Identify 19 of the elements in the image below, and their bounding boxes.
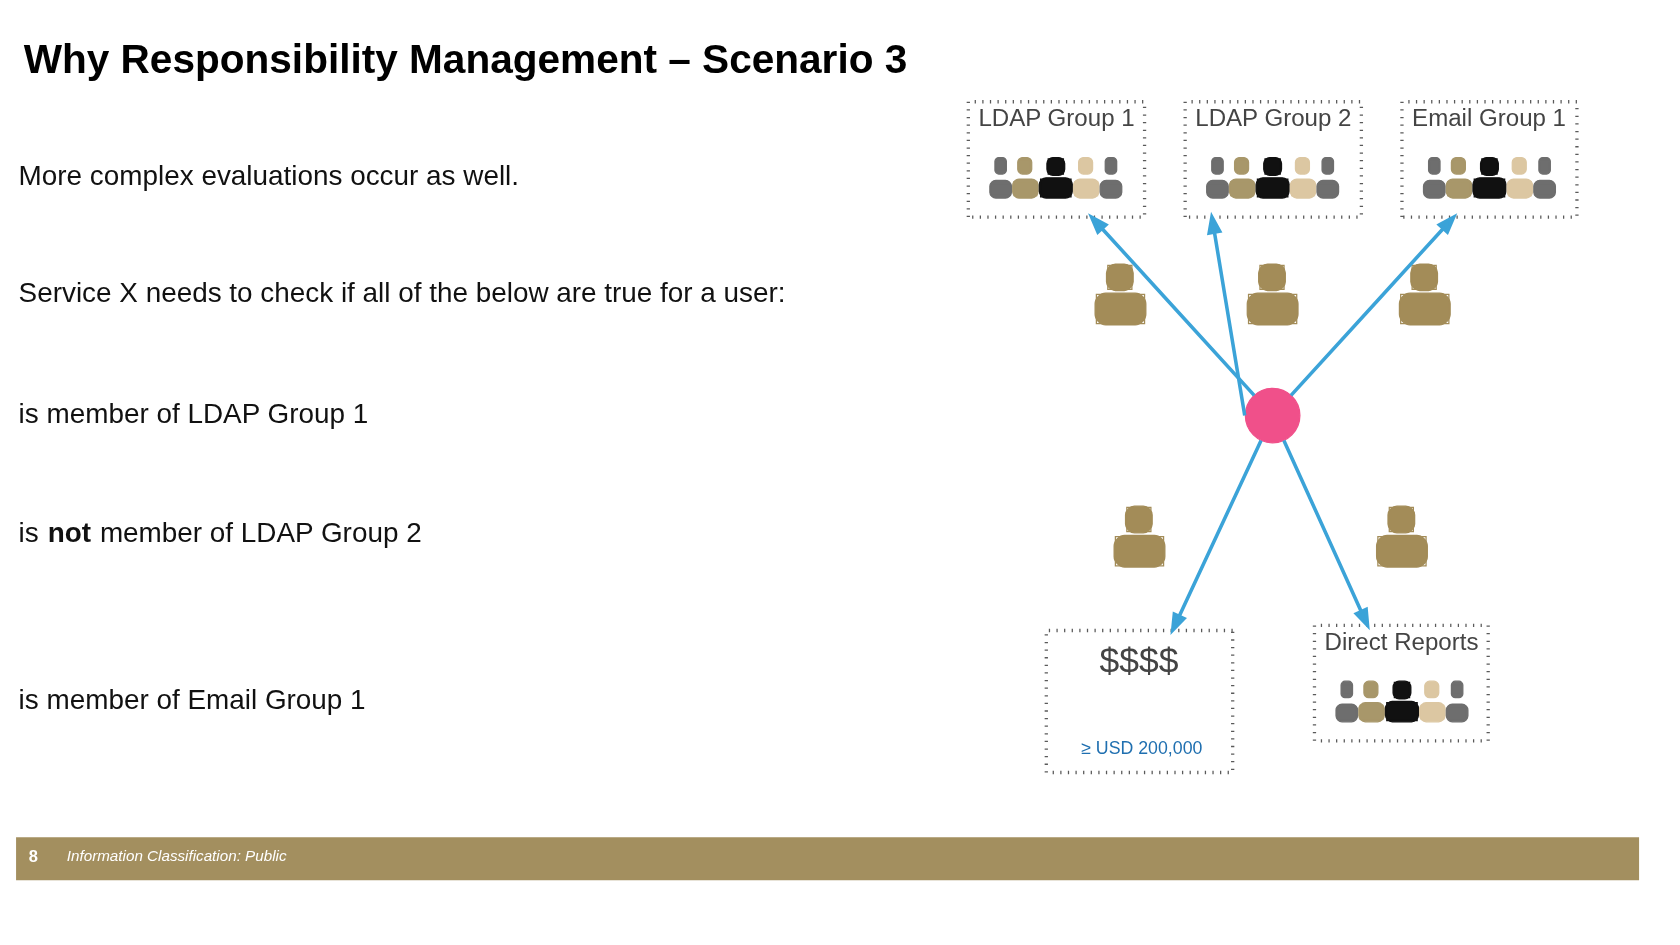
diagram-title: Why Responsibility Management – Scenario 3 <box>23 35 908 82</box>
arrow <box>1088 212 1256 397</box>
arrow <box>1207 211 1247 416</box>
label: Information Classification: Public <box>66 846 287 864</box>
arrow <box>1282 439 1370 630</box>
cluster: Email Group 1 <box>1400 99 1579 219</box>
arrow <box>1170 439 1263 635</box>
node-circle <box>1244 387 1301 443</box>
node-box: $$$$ ≥ USD 200,000 <box>1044 628 1235 774</box>
label: 8 <box>28 846 38 865</box>
arrow <box>1289 212 1458 397</box>
label: Service X needs to check if all of the below are true for a user: <box>18 276 786 308</box>
cluster: Direct Reports <box>1312 623 1490 742</box>
label: is not member of LDAP Group 2 <box>18 516 422 548</box>
cluster: LDAP Group 2 <box>1183 99 1364 219</box>
label: is member of Email Group 1 <box>18 683 366 715</box>
label: More complex evaluations occur as well. <box>18 159 520 191</box>
cluster: LDAP Group 1 <box>966 99 1147 219</box>
label: is member of LDAP Group 1 <box>18 397 369 429</box>
